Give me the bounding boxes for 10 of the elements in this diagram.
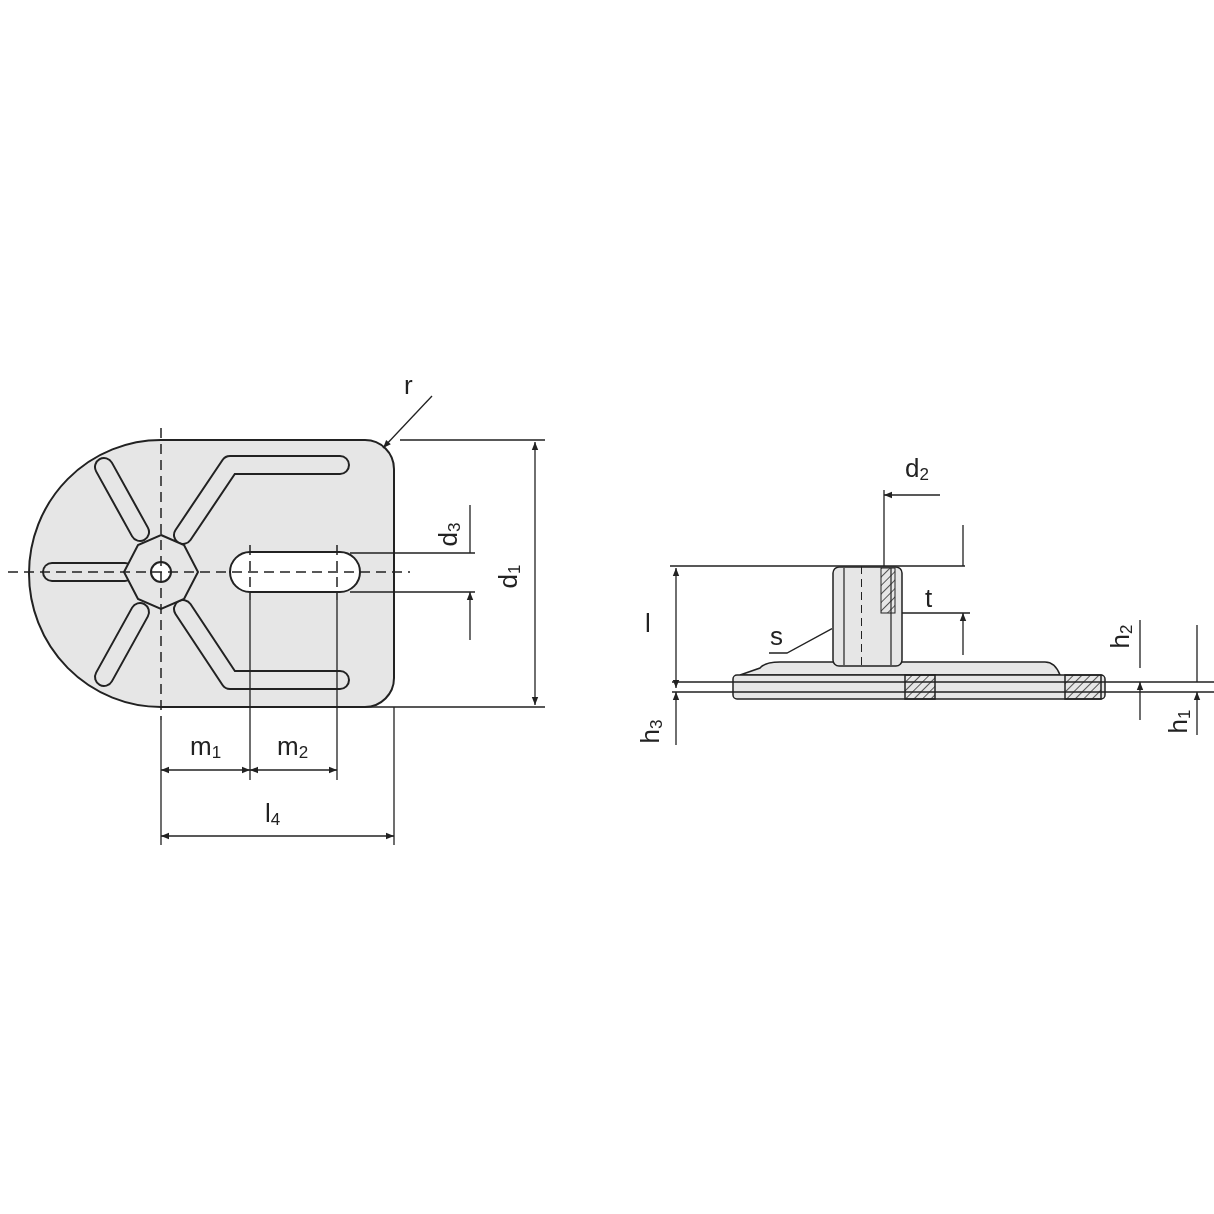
dimension-label: t [925, 585, 933, 611]
dimension-label: l$_{4}$ [265, 800, 281, 831]
part-label: s [770, 623, 783, 649]
dimension-label: m$_{2}$ [277, 733, 309, 764]
leader-line [768, 627, 833, 654]
hex-nut-drawing [832, 566, 903, 667]
dimension-label: l [645, 610, 651, 636]
dimension-label: d$_{2}$ [905, 455, 929, 486]
dimension-label: r [404, 372, 413, 398]
dimension-label: m$_{1}$ [190, 733, 222, 764]
